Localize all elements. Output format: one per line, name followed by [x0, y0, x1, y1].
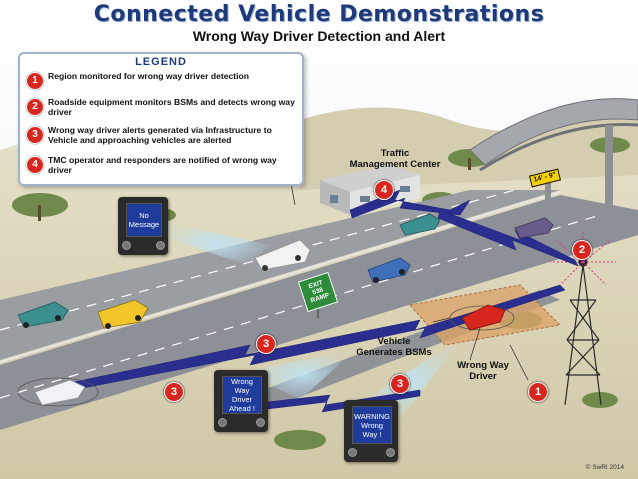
tuning-knob-icon: [386, 448, 395, 457]
car-wrong-way-red: [449, 304, 515, 331]
lightning-to-wrong-way-car: [59, 284, 566, 393]
legend-number-badge: 4: [26, 156, 44, 174]
tow-truck: [97, 299, 149, 329]
overpass-girder: [479, 123, 638, 172]
tmc-label: Traffic Management Center: [340, 148, 450, 170]
display-line: Ahead !: [229, 404, 255, 413]
legend-item-text: Region monitored for wrong way driver de…: [48, 71, 250, 81]
volume-knob-icon: [122, 241, 131, 250]
car-blue-sedan: [367, 257, 411, 283]
page-title: Connected Vehicle Demonstrations: [93, 2, 545, 27]
lightning-tmc-to-tower: [437, 209, 579, 267]
bsm-label-line1: Vehicle: [377, 336, 411, 347]
display-line: Message: [128, 220, 160, 229]
volume-knob-icon: [348, 448, 357, 457]
step-badge-4: 4: [374, 180, 394, 200]
volume-knob-icon: [218, 418, 227, 427]
display-line: Wrong Way: [231, 377, 253, 395]
legend-number-badge: 1: [26, 72, 44, 90]
wrong-way-leader-line: [469, 327, 481, 361]
legend-item-1: 1 Region monitored for wrong way driver …: [26, 70, 298, 96]
step-badge-3-right: 3: [390, 374, 410, 394]
bsm-label: Vehicle Generates BSMs: [344, 336, 444, 358]
tmc-label-line1: Traffic: [380, 148, 410, 159]
display-line: Wrong: [361, 420, 383, 430]
legend-item-2: 2 Roadside equipment monitors BSMs and d…: [26, 96, 298, 122]
step-badge-3-center: 3: [256, 334, 276, 354]
wrong-way-driver-label: Wrong Way Driver: [448, 360, 518, 382]
overpass-pillar-2: [545, 170, 551, 210]
page-subtitle: Wrong Way Driver Detection and Alert: [192, 28, 446, 44]
car-purple-far: [514, 217, 554, 239]
overpass-deck: [469, 98, 638, 166]
signal-beam-top: [165, 222, 270, 265]
car-white-van: [254, 239, 311, 271]
legend-number-badge: 2: [26, 98, 44, 116]
tuning-knob-icon: [156, 241, 165, 250]
legend-number-badge: 3: [26, 126, 44, 144]
display-line: Way !: [362, 429, 382, 439]
legend-heading: LEGEND: [135, 56, 187, 68]
legend-item-4: 4 TMC operator and responders are notifi…: [26, 154, 298, 180]
legend-item-3: 3 Wrong way driver alerts generated via …: [26, 124, 298, 150]
tmc-label-line2: Management Center: [349, 159, 441, 170]
bsm-label-line2: Generates BSMs: [356, 347, 432, 358]
car-teal: [17, 301, 69, 328]
legend-item-text: Roadside equipment monitors BSMs and det…: [48, 97, 295, 117]
bsm-leader-line: [432, 317, 451, 323]
step-badge-2: 2: [572, 240, 592, 260]
display-line: WARNING: [354, 411, 390, 421]
lightning-to-approaching: [239, 389, 421, 413]
rsu-tower: [564, 257, 602, 406]
overpass-pillar: [605, 125, 613, 205]
step-badge-1: 1: [528, 382, 548, 402]
communication-links: [59, 189, 579, 413]
legend-item-text: TMC operator and responders are notified…: [48, 155, 277, 175]
car-teal-far: [399, 213, 441, 236]
display-line: Driver: [232, 395, 252, 404]
tuning-knob-icon: [256, 418, 265, 427]
legend-panel: LEGEND 1 Region monitored for wrong way …: [18, 52, 304, 186]
signal-beam-middle: [250, 350, 355, 400]
step-badge-3-left: 3: [164, 382, 184, 402]
legend-item-text: Wrong way driver alerts generated via In…: [48, 125, 272, 145]
display-line: No: [139, 211, 149, 220]
region-leader-line: [509, 344, 529, 381]
copyright-notice: © SwRI 2014: [585, 464, 624, 471]
wrong-way-label-line2: Driver: [469, 371, 497, 382]
wrong-way-label-line1: Wrong Way: [457, 360, 509, 371]
car-white-approaching: [17, 377, 99, 407]
